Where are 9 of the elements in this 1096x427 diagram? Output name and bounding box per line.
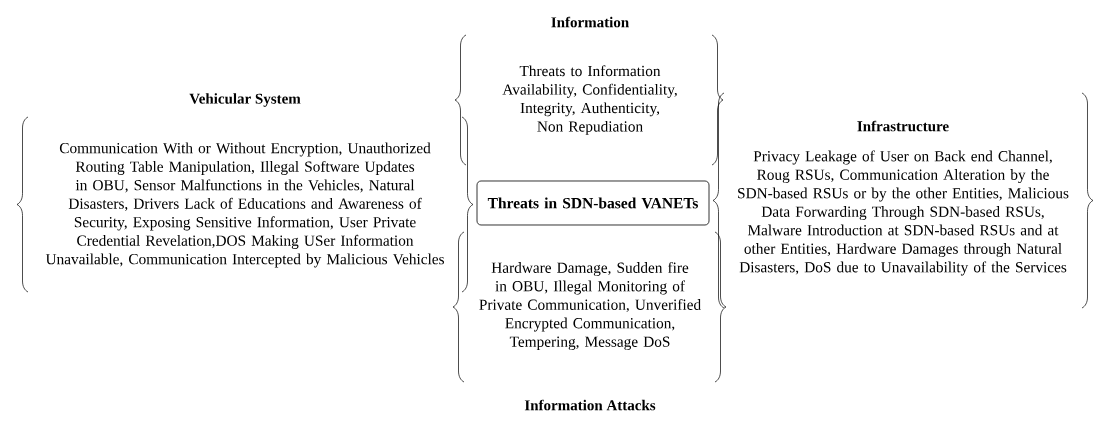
group-heading: Vehicular System xyxy=(189,93,301,107)
group-heading: Infrastructure xyxy=(857,120,949,132)
threat-list: Privacy Leakage of User on Back end Channel, Roug RSUs, Communication Alteration by the SDN-based RSUs or by the other Entities, Malicious Data Forwarding Through SDN-based RSUs, Malware Introduction at SDN-based RSUs and at other Entities, Hardware Damages through Natural Disasters, DoS due to Unavailability of the Services xyxy=(738,150,1069,276)
threat-list: Threats to Information Availability, Confidentiality, Integrity, Authenticity, Non Repudiation xyxy=(502,65,677,135)
group-heading: Information xyxy=(551,16,629,28)
group-heading: Information Attacks xyxy=(524,399,656,411)
threat-list: Communication With or Without Encryption, Unauthorized Routing Table Manipulation, Illegal Software Updates in OBU, Sensor Malfunctions in the Vehicles, Natural Disasters, Drivers Lack of Educations and Awareness of Security, Exposing Sensitive Information, User Private Credential Revelation,DOS Making USer Information Unavailable, Communication Intercepted by Malicious Vehicles xyxy=(45,142,444,268)
title-box: Threats in SDN-based VANETs xyxy=(476,180,710,226)
threat-list: Hardware Damage, Sudden fire in OBU, Illegal Monitoring of Private Communication, Unverified Encrypted Communication, Tempering, Message DoS xyxy=(479,261,701,351)
